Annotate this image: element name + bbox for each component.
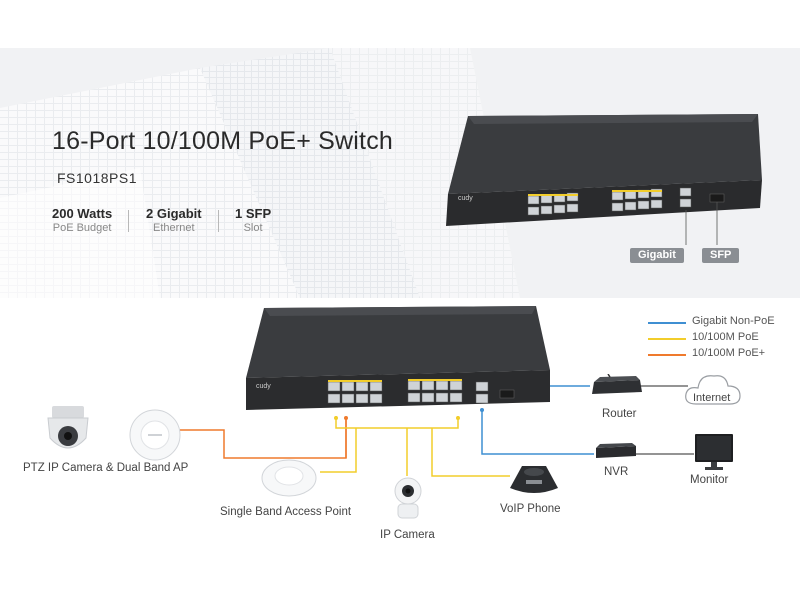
legend-swatch-gigabit-non-poe — [648, 322, 686, 324]
sfp-callout: SFP — [702, 248, 740, 263]
spec-sfp: 1 SFP Slot — [235, 206, 271, 234]
ptz-camera-icon — [47, 406, 89, 449]
nvr-label: NVR — [604, 466, 629, 478]
building-illustration — [0, 48, 520, 298]
voip-phone-icon — [510, 466, 558, 493]
model-number: FS1018PS1 — [57, 170, 137, 186]
legend-label: 10/100M PoE+ — [692, 347, 766, 359]
footer-space — [0, 566, 800, 614]
spec-gigabit: 2 Gigabit Ethernet — [146, 206, 202, 234]
router-label: Router — [602, 408, 637, 420]
spec-value: 2 Gigabit — [146, 206, 202, 221]
legend-swatch-poe-plus — [648, 354, 686, 356]
gigabit-callout: Gigabit — [630, 248, 684, 263]
single-ap-label: Single Band Access Point — [220, 506, 352, 518]
spec-poe-budget: 200 Watts PoE Budget — [52, 206, 112, 234]
ip-camera-label: IP Camera — [380, 529, 435, 541]
brand-logo: cudy — [256, 383, 271, 390]
ip-camera-icon — [394, 477, 422, 519]
page-title: 16-Port 10/100M PoE+ Switch — [52, 127, 393, 155]
divider — [128, 210, 129, 232]
monitor-label: Monitor — [690, 474, 729, 486]
legend-swatch-poe — [648, 338, 686, 340]
brand-logo: cudy — [458, 195, 473, 202]
monitor-icon — [695, 434, 733, 470]
spec-value: 1 SFP — [235, 206, 272, 221]
internet-label: Internet — [693, 392, 731, 404]
router-icon — [592, 374, 642, 394]
single-band-ap-icon — [261, 459, 317, 497]
divider — [218, 210, 219, 232]
nvr-icon — [596, 443, 636, 458]
spec-label: PoE Budget — [52, 222, 112, 234]
spec-label: Slot — [243, 222, 263, 234]
ptz-label: PTZ IP Camera & Dual Band AP — [23, 462, 189, 474]
spec-value: 200 Watts — [52, 206, 113, 221]
diagram-switch: cudy — [246, 306, 550, 410]
voip-label: VoIP Phone — [500, 503, 561, 515]
legend-label: 10/100M PoE — [692, 331, 759, 343]
dual-band-ap-icon — [129, 409, 181, 461]
switch-product-image: cudy — [446, 114, 762, 245]
legend-label: Gigabit Non-PoE — [692, 315, 775, 327]
internet-cloud-icon — [685, 375, 741, 405]
spec-label: Ethernet — [153, 222, 195, 234]
